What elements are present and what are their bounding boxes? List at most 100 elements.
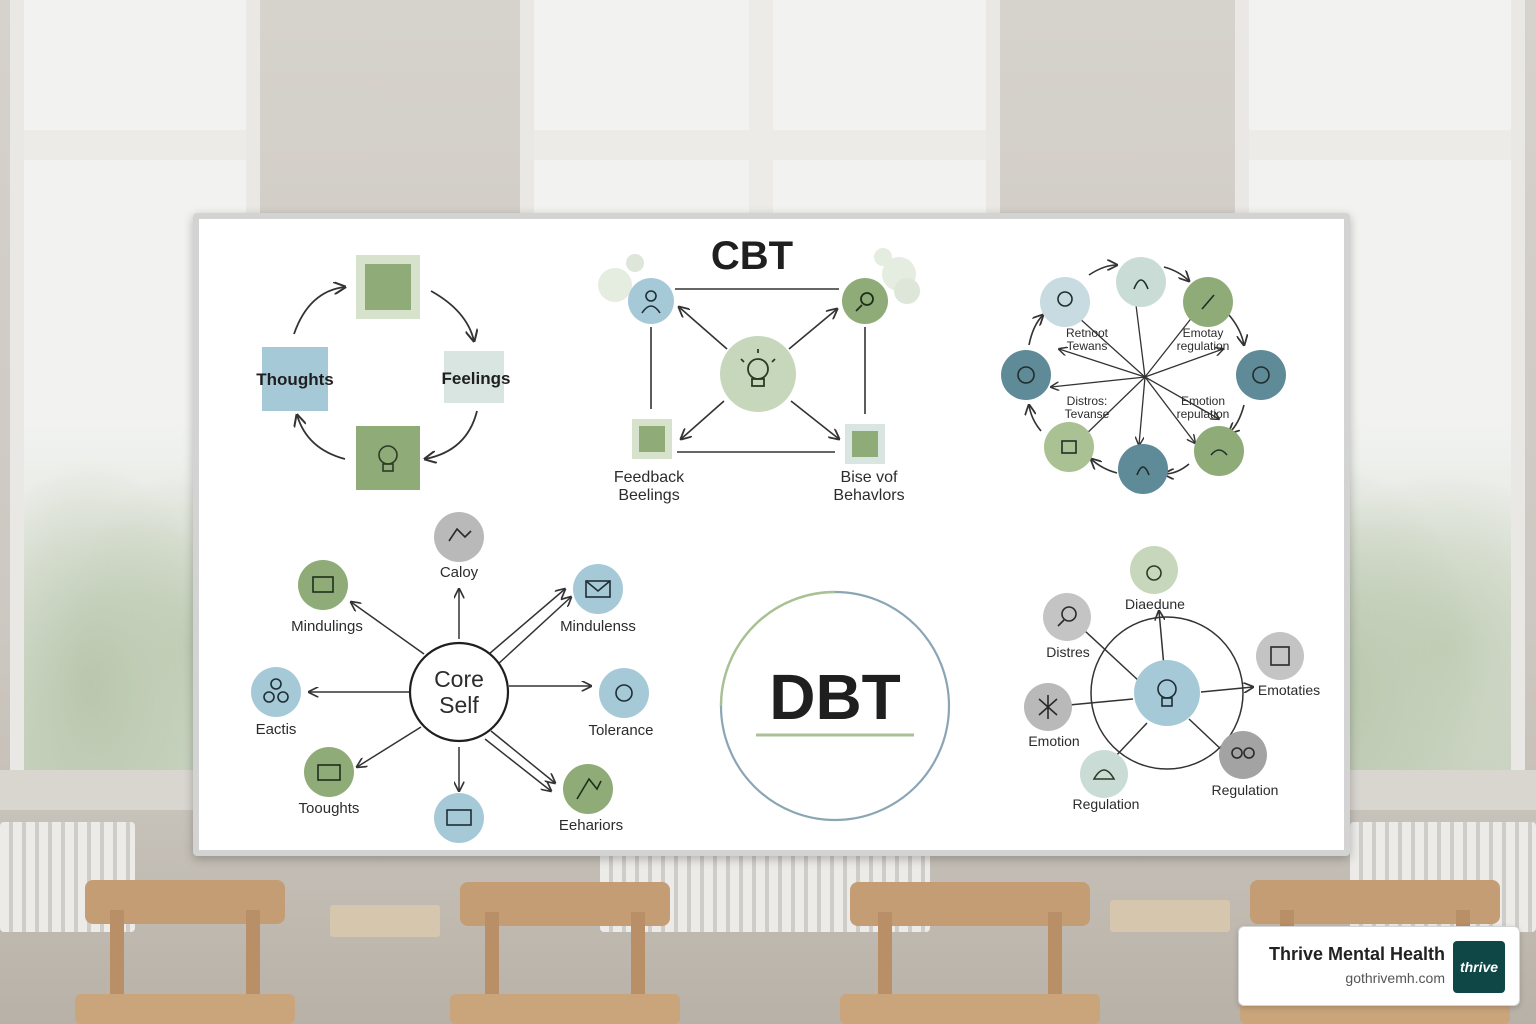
branch-icon (448, 527, 472, 542)
hand-icon (1092, 769, 1116, 780)
core-node-label: Tolerance (588, 722, 653, 739)
cbt-arrow (681, 400, 725, 439)
core-node-eehariors (563, 764, 613, 814)
core-node-mindulenss (573, 564, 623, 614)
core-node-label: Mindulenss (560, 618, 636, 635)
whiteboard: Thoughts Feelings CBT (193, 213, 1350, 856)
cbt-arrow (788, 309, 837, 350)
wheel-label: Emotay (1183, 326, 1224, 340)
thoughts-label: Thoughts (256, 370, 333, 389)
skills-node (1043, 593, 1091, 641)
wheel-node (1116, 257, 1166, 307)
lock-icon (1146, 565, 1162, 581)
device-icon (1270, 646, 1290, 666)
core-node-screen (434, 793, 484, 843)
wheel-node-icons (1017, 279, 1270, 476)
cycle-arrow (297, 415, 346, 460)
skills-node-label: Emotaties (1258, 682, 1320, 698)
dbt-ring-accent (719, 590, 836, 707)
wheel-node (1194, 426, 1244, 476)
cycle-arrow (425, 410, 478, 459)
core-node-label: Eactis (256, 721, 297, 738)
wheel-label: regulation (1177, 339, 1230, 353)
plant-icon (576, 777, 602, 800)
wheel-node (1118, 444, 1168, 494)
target-icon (615, 684, 633, 702)
brand-url[interactable]: gothrivemh.com (1345, 970, 1445, 986)
cycle-square-top-inner (365, 264, 411, 310)
cycle-diagram: Thoughts Feelings (256, 255, 510, 490)
core-self-diagram: Core Self Caloy Mindulings Mindulenss Ea… (251, 512, 654, 843)
core-node-tooughts (304, 747, 354, 797)
wheel-node (1001, 350, 1051, 400)
frame-icon (317, 764, 341, 781)
person-icon (641, 290, 661, 314)
wheel-diagram: Retnoot Tewans Emotay regulation Distros… (1001, 257, 1286, 494)
cbt-center-node (720, 336, 796, 412)
decor-bubble (874, 248, 892, 266)
cbt-arrow (790, 400, 839, 439)
skills-node-label: Distres (1046, 644, 1090, 660)
cycle-square-bottom (356, 426, 420, 490)
frame-icon (312, 576, 334, 593)
envelope-icon (585, 580, 611, 598)
skills-ring (1090, 616, 1244, 770)
people-icon (1231, 747, 1255, 759)
wheel-label: Tewans (1067, 339, 1108, 353)
core-node-mindulings (298, 560, 348, 610)
feelings-label: Feelings (442, 369, 511, 388)
core-node-label: Caloy (440, 564, 479, 581)
skills-node (1080, 750, 1128, 798)
screen-icon (446, 809, 472, 826)
core-node-eactis (251, 667, 301, 717)
dbt-title: DBT (769, 661, 901, 733)
decor-bubble (598, 268, 632, 302)
core-center-label-2: Self (439, 692, 479, 718)
core-arrows (309, 589, 591, 791)
core-center-node (408, 641, 510, 743)
core-node-label: Mindulings (291, 618, 363, 635)
bulb-icon (1157, 679, 1177, 707)
wheel-node (1040, 277, 1090, 327)
skills-node-label: Regulation (1073, 796, 1140, 812)
cbt-caption-right-1: Bise vof (841, 469, 898, 486)
core-node-label: Eehariors (559, 817, 623, 834)
core-center-label-1: Core (434, 666, 484, 692)
feelings-box (444, 351, 504, 403)
thoughts-box (262, 347, 328, 411)
skills-links (1068, 611, 1253, 760)
brand-logo-icon: thrive (1453, 941, 1505, 993)
decor-bubble (626, 254, 644, 272)
wheel-label: Emotion (1181, 394, 1225, 408)
whiteboard-diagrams: Thoughts Feelings CBT (251, 234, 1320, 843)
wheel-label: repulation (1177, 407, 1230, 421)
burst-icon (1038, 695, 1058, 719)
wheel-spokes (1051, 297, 1223, 445)
skills-diagram: Diaedune Distres Emotion Regulation Regu… (1024, 546, 1320, 812)
cycle-arrow (293, 287, 345, 335)
wheel-node (1044, 422, 1094, 472)
skills-center-node (1134, 660, 1200, 726)
skills-node-label: Emotion (1028, 733, 1079, 749)
cbt-node-search (842, 278, 888, 324)
desk (330, 905, 440, 937)
chair (450, 882, 680, 1024)
skills-node (1130, 546, 1178, 594)
bulb-icon (378, 445, 398, 472)
brand-badge[interactable]: Thrive Mental Health gothrivemh.com thri… (1238, 926, 1520, 1006)
core-node-tolerance (599, 668, 649, 718)
skills-node (1219, 731, 1267, 779)
cbt-arrow (679, 307, 728, 350)
skills-node (1256, 632, 1304, 680)
wheel-node (1236, 350, 1286, 400)
cycle-arrow (430, 290, 474, 341)
desk (1110, 900, 1230, 932)
chair (75, 880, 295, 1024)
cbt-caption-left-1: Feedback (614, 469, 685, 486)
cbt-title: CBT (711, 234, 793, 278)
cbt-caption-left-2: Beelings (618, 487, 679, 504)
core-node-caloy (434, 512, 484, 562)
magnifier-icon (855, 292, 874, 312)
decor-bubble (894, 278, 920, 304)
wheel-label: Retnoot (1066, 326, 1109, 340)
